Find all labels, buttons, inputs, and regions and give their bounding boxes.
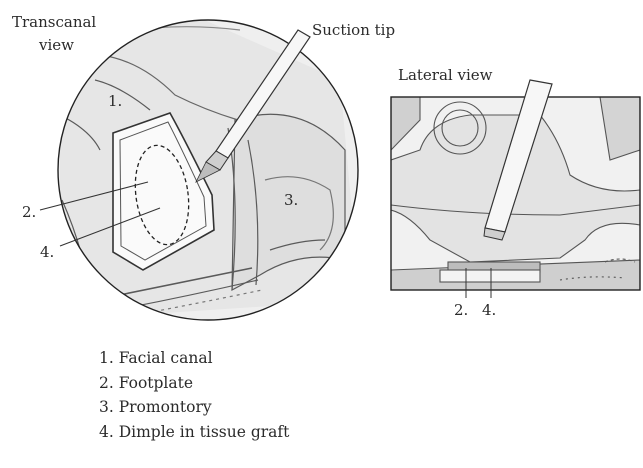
lateral-marker-2: 2.	[454, 301, 468, 319]
legend-item-footplate: 2. Footplate	[99, 371, 289, 396]
legend: 1. Facial canal 2. Footplate 3. Promonto…	[99, 346, 289, 444]
transcanal-title-line2: view	[38, 36, 74, 54]
suction-tip-label: Suction tip	[312, 21, 395, 39]
transcanal-marker-3: 3.	[284, 191, 298, 209]
lateral-marker-4: 4.	[482, 301, 496, 319]
transcanal-marker-2: 2.	[22, 203, 36, 221]
legend-item-promontory: 3. Promontory	[99, 395, 289, 420]
lateral-title: Lateral view	[398, 66, 493, 84]
legend-item-facial-canal: 1. Facial canal	[99, 346, 289, 371]
legend-item-dimple: 4. Dimple in tissue graft	[99, 420, 289, 445]
transcanal-marker-1: 1.	[108, 92, 122, 110]
transcanal-title-line1: Transcanal	[12, 13, 96, 31]
transcanal-marker-4: 4.	[40, 243, 54, 261]
